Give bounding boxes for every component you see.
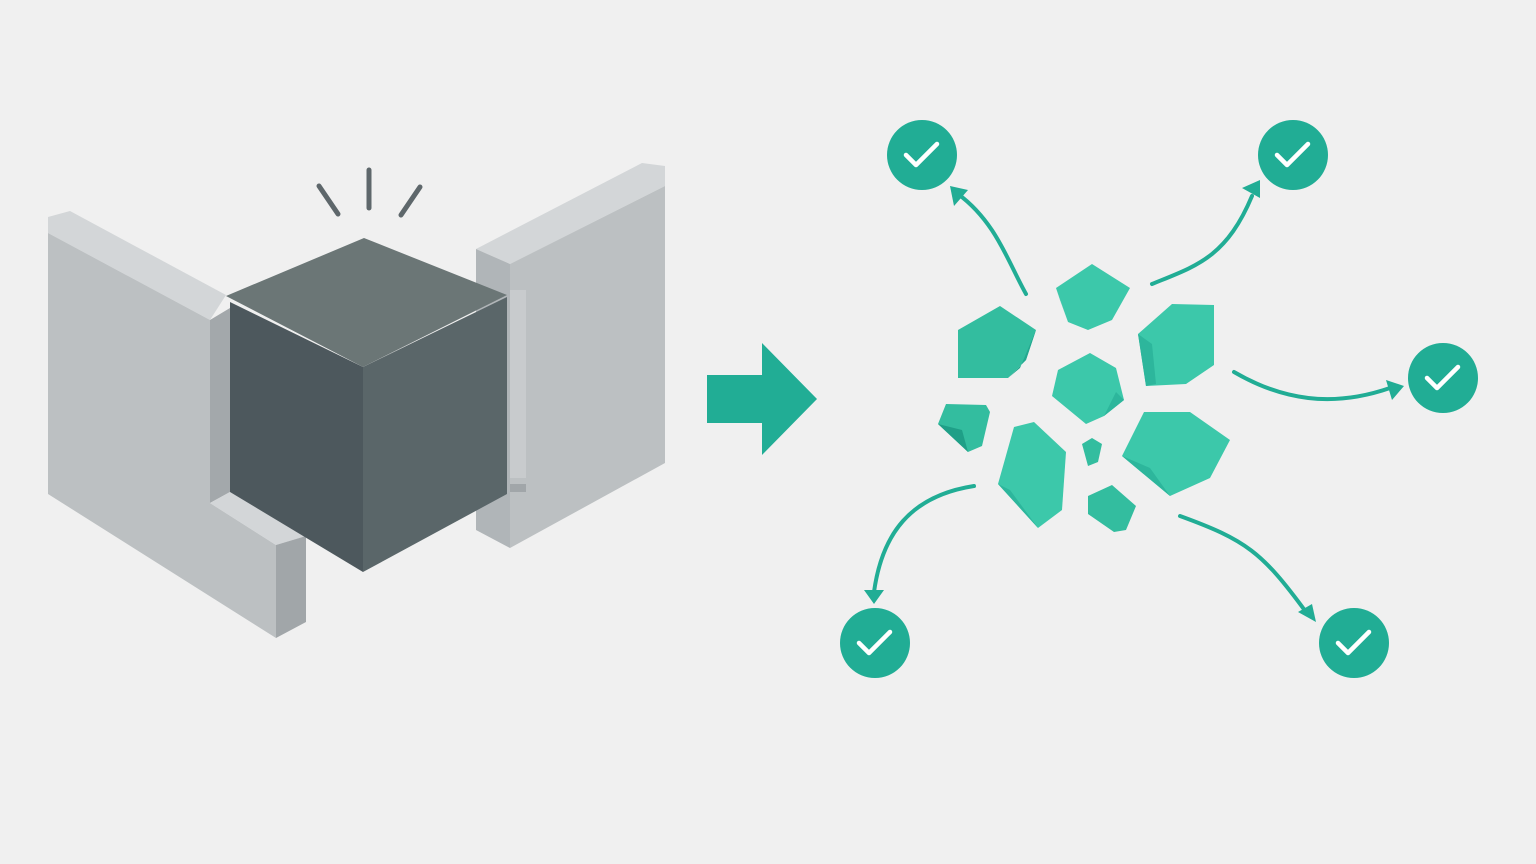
fragment-icon bbox=[958, 306, 1036, 378]
impact-line-left bbox=[316, 183, 341, 217]
check-circle-icon bbox=[1408, 343, 1478, 413]
check-circle-icon bbox=[1258, 120, 1328, 190]
check-circle-icon bbox=[1319, 608, 1389, 678]
fragment-icon bbox=[1056, 264, 1130, 330]
fragment-cluster bbox=[938, 264, 1230, 532]
fragment-icon bbox=[998, 422, 1066, 528]
right-wall-notch-upper bbox=[510, 290, 526, 478]
left-wall-face bbox=[48, 233, 276, 638]
arrowhead-icon bbox=[1386, 380, 1404, 400]
fragment-icon bbox=[1122, 412, 1230, 496]
destinations bbox=[840, 120, 1478, 678]
check-circle-icon bbox=[887, 120, 957, 190]
left-wall-top bbox=[48, 211, 226, 320]
curved-arrow-icon bbox=[872, 484, 976, 594]
left-wall-foot-side bbox=[276, 536, 306, 638]
cube-top bbox=[226, 238, 507, 367]
right-wall-notch-lower bbox=[510, 484, 526, 492]
fragment-icon bbox=[938, 404, 990, 452]
curved-arrow-icon bbox=[1232, 370, 1392, 402]
arrow-right-icon bbox=[707, 343, 817, 455]
cube-left-face bbox=[230, 302, 363, 572]
right-wall-face bbox=[510, 186, 665, 548]
left-wall-icon bbox=[48, 211, 306, 638]
stuck-cube-icon bbox=[226, 238, 507, 572]
fragment-icon bbox=[1052, 353, 1124, 424]
impact-line-right bbox=[398, 184, 423, 218]
curved-arrow-icon bbox=[1178, 514, 1308, 614]
curved-arrows bbox=[872, 192, 1392, 614]
arrowhead-icon bbox=[1242, 180, 1260, 198]
fragments-scene bbox=[840, 120, 1478, 678]
impact-lines-icon bbox=[316, 167, 423, 218]
left-wall-ledge-top bbox=[210, 492, 306, 545]
right-wall-top bbox=[476, 163, 665, 264]
arrowhead-icon bbox=[1298, 604, 1316, 622]
fragment-icon bbox=[1088, 485, 1136, 532]
left-wall-inner-side bbox=[210, 308, 230, 503]
fragment-icon bbox=[1138, 304, 1214, 386]
monolith-scene bbox=[48, 163, 665, 638]
check-circle-icon bbox=[840, 608, 910, 678]
transition-arrow bbox=[707, 343, 817, 455]
arrowhead-icon bbox=[864, 590, 884, 604]
fragment-icon bbox=[1082, 438, 1102, 466]
curved-arrow-icon bbox=[956, 192, 1028, 296]
arrowhead-icon bbox=[950, 186, 968, 206]
cube-right-face bbox=[363, 297, 507, 572]
arrowheads bbox=[864, 180, 1404, 622]
curved-arrow-icon bbox=[1150, 194, 1254, 286]
